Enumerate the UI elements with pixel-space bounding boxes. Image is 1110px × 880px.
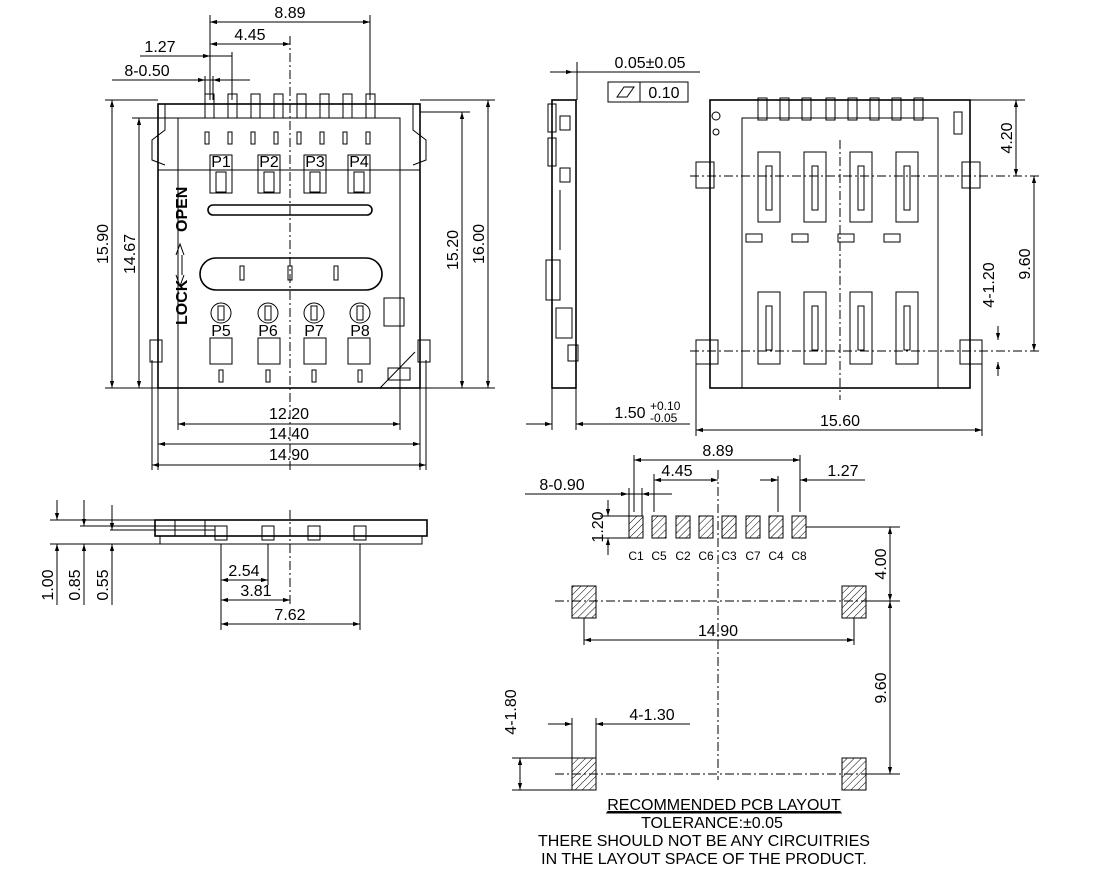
profile-view: 1.00 0.85 0.55 2.54 3.81 7.62 (40, 500, 428, 630)
dim-half-width: 4.45 (234, 27, 265, 44)
dim-total-width: 14.90 (269, 447, 309, 464)
contact-label: C7 (745, 549, 761, 563)
pcb-layout-title: RECOMMENDED PCB LAYOUT (607, 797, 841, 814)
contact-label: C1 (628, 549, 644, 563)
pcb-contact-pads (628, 515, 807, 539)
pcb-dim-mount-height: 4-1.80 (503, 689, 520, 734)
contact-label: C8 (791, 549, 807, 563)
dim-top-width: 8.89 (274, 5, 305, 22)
pin-label-p5: P5 (211, 323, 231, 340)
front-view: 8.89 4.45 1.27 8-0.50 (95, 5, 495, 470)
pcb-note-line-1: THERE SHOULD NOT BE ANY CIRCUITRIES (538, 833, 870, 850)
dim-pitch-1: 2.54 (228, 563, 259, 580)
pin-label-p8: P8 (350, 323, 370, 340)
dim-right-total: 16.00 (471, 224, 488, 264)
dim-overall-height: 15.90 (95, 224, 112, 264)
back-contacts-bottom (757, 291, 919, 365)
dim-body-width: 14.40 (269, 426, 309, 443)
pcb-dim-vertical-top: 4.00 (873, 548, 890, 579)
label-lock: LOCK (174, 279, 191, 325)
pcb-dim-pad: 8-0.90 (539, 477, 584, 494)
back-view: 4.20 9.60 4-1.20 15.60 (690, 97, 1040, 436)
pcb-dim-total-width: 14.90 (698, 623, 738, 640)
dim-pitch-2: 3.81 (240, 583, 271, 600)
contact-label: C6 (698, 549, 714, 563)
pin-label-p6: P6 (258, 323, 278, 340)
contact-label: C5 (651, 549, 667, 563)
pcb-dim-half: 4.45 (661, 463, 692, 480)
contact-label: C3 (721, 549, 737, 563)
dim-top-tolerance: 0.05±0.05 (614, 55, 685, 72)
dim-back-top: 4.20 (999, 122, 1016, 153)
flatness-value: 0.10 (648, 85, 679, 102)
contact-label: C2 (675, 549, 691, 563)
dim-pitch: 1.27 (144, 39, 175, 56)
bottom-pins: P5 P6 P7 P8 (209, 302, 371, 383)
top-contact-slots (204, 131, 371, 145)
top-pins: P1 P2 P3 P4 (209, 154, 371, 194)
dim-profile-a: 1.00 (40, 569, 57, 600)
flatness-symbol-icon (616, 86, 635, 98)
pcb-note-line-2: IN THE LAYOUT SPACE OF THE PRODUCT. (541, 851, 867, 868)
dim-thickness: 1.50 (614, 405, 645, 422)
dim-body-height: 14.67 (122, 234, 139, 274)
back-small-pads (745, 233, 901, 243)
dim-thickness-tol-minus: -0.05 (650, 411, 678, 425)
pcb-dim-mount-width: 4-1.30 (629, 707, 674, 724)
pcb-tolerance: TOLERANCE:±0.05 (641, 815, 783, 832)
dim-profile-c: 0.55 (95, 569, 112, 600)
pcb-dim-pitch: 1.27 (827, 463, 858, 480)
pcb-contact-labels: C1 C5 C2 C6 C3 C7 C4 C8 (628, 549, 807, 563)
dim-inner-width: 12.20 (269, 406, 309, 423)
label-open: OPEN (174, 187, 191, 232)
dim-right-height: 15.20 (445, 230, 462, 270)
pin-label-p7: P7 (304, 323, 324, 340)
slide-arrow-icon (175, 242, 185, 288)
pcb-dim-pad-height: 1.20 (590, 511, 607, 542)
top-contact-tabs (204, 93, 376, 119)
dim-thickness-tol-plus: +0.10 (650, 399, 681, 413)
dim-contact-width: 8-0.50 (124, 63, 169, 80)
pin-label-p3: P3 (305, 154, 325, 171)
dim-profile-b: 0.85 (67, 569, 84, 600)
contact-label: C4 (768, 549, 784, 563)
pin-label-p2: P2 (259, 154, 279, 171)
dim-back-mid: 9.60 (1017, 248, 1034, 279)
dim-pitch-3: 7.62 (274, 607, 305, 624)
pcb-dim-width: 8.89 (702, 443, 733, 460)
pcb-mount-pads (571, 585, 867, 791)
dim-back-width: 15.60 (820, 413, 860, 430)
back-top-tabs (757, 97, 924, 121)
pcb-layout: 8.89 4.45 1.27 8-0.90 C1 C5 C2 C6 (503, 443, 900, 868)
pin-label-p1: P1 (211, 154, 231, 171)
dim-back-pad: 4-1.20 (981, 262, 998, 307)
side-view: 0.05±0.05 0.10 1.50 +0.10 -0.05 (526, 55, 700, 430)
pin-label-p4: P4 (349, 154, 369, 171)
back-contacts-top (757, 151, 919, 223)
pcb-dim-vertical-bottom: 9.60 (873, 672, 890, 703)
